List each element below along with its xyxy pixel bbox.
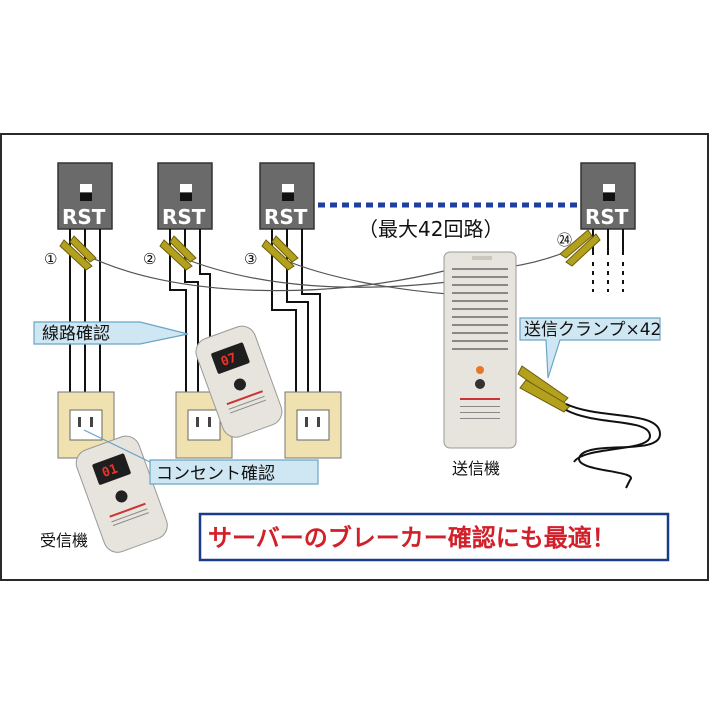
panel-label: RST <box>62 205 106 229</box>
outlet-callout-pointer <box>83 429 151 463</box>
clamp-3 <box>261 235 299 271</box>
callout-outlet-check: コンセント確認 <box>149 459 319 485</box>
breaker-panel-1: RST <box>57 162 113 230</box>
panel-label: RST <box>162 205 206 229</box>
breaker-panel-24: RST <box>580 162 636 230</box>
outlet-check-label: コンセント確認 <box>156 464 275 484</box>
receiver-device-2: 07 <box>195 325 283 438</box>
max-circuits-label: （最大42回路） <box>358 217 503 241</box>
transmitter-label: 送信機 <box>452 459 500 478</box>
receiver-label: 受信機 <box>40 531 88 550</box>
circuit-number-3: ③ <box>244 250 257 268</box>
banner: サーバーのブレーカー確認にも最適！ <box>198 512 670 562</box>
breaker-panel-3: RST <box>259 162 315 230</box>
clamp-2 <box>159 235 197 271</box>
panel-label: RST <box>585 205 629 229</box>
circuit-number-1: ① <box>44 250 57 268</box>
banner-text: サーバーのブレーカー確認にも最適！ <box>208 523 616 552</box>
send-clamp-label: 送信クランプ×42 <box>524 320 661 340</box>
receiver-display-2: 07 <box>219 351 239 370</box>
clamp-24 <box>559 229 601 267</box>
callout-line-check: 線路確認 <box>33 321 189 345</box>
line-check-label: 線路確認 <box>42 324 110 344</box>
transmitter-device <box>443 251 517 449</box>
breaker-panel-2: RST <box>157 162 213 230</box>
circuit-number-24: ㉔ <box>557 231 572 249</box>
receiver-display-1: 01 <box>100 462 120 482</box>
send-clamp-illustration <box>517 365 662 489</box>
clamp-1 <box>59 235 97 271</box>
outlet-3 <box>284 391 342 459</box>
circuit-number-2: ② <box>143 250 156 268</box>
callout-send-clamp: 送信クランプ×42 <box>519 317 661 379</box>
panel-label: RST <box>264 205 308 229</box>
receiver-device-1: 01 <box>75 435 168 553</box>
clamp-leads <box>79 251 567 295</box>
